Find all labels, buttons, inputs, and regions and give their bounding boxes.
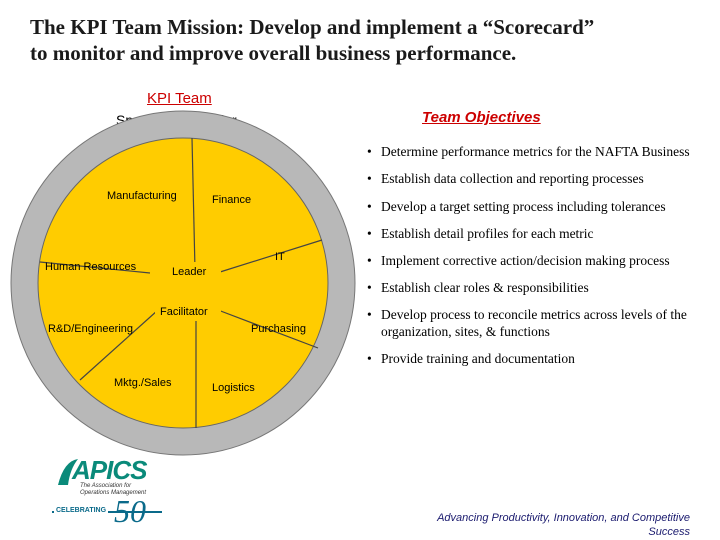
objective-item: Establish clear roles & responsibilities	[367, 279, 712, 296]
objective-item: Develop process to reconcile metrics acr…	[367, 306, 712, 340]
leader-box	[165, 262, 221, 282]
footer-tagline: Advancing Productivity, Innovation, and …	[396, 511, 690, 539]
footer-line-2: Success	[648, 526, 690, 538]
label-it: IT	[275, 251, 285, 263]
label-rd-engineering: R&D/Engineering	[48, 323, 133, 335]
spoke-lower-right	[217, 309, 319, 349]
apics-wordmark: APICS	[72, 455, 147, 485]
objective-item: Provide training and documentation	[367, 350, 712, 367]
celebrating-label: CELEBRATING	[54, 507, 109, 514]
label-finance: Finance	[212, 194, 252, 206]
label-facilitator: Facilitator	[160, 306, 208, 318]
objectives-heading: Team Objectives	[422, 109, 541, 126]
spoke-upper-right	[219, 239, 323, 273]
spoke-left	[39, 261, 151, 274]
facilitator-box	[155, 303, 221, 321]
objectives-list: Determine performance metrics for the NA…	[367, 143, 712, 367]
apics-subtitle: The Association for Operations Managemen…	[80, 483, 147, 496]
objective-item: Establish detail profiles for each metri…	[367, 225, 712, 242]
title-line-2: to monitor and improve overall business …	[30, 41, 517, 65]
label-purchasing: Purchasing	[251, 323, 307, 335]
objective-item: Implement corrective action/decision mak…	[367, 252, 712, 269]
label-logistics: Logistics	[212, 382, 255, 394]
kpi-team-heading: KPI Team	[147, 90, 212, 107]
label-manufacturing: Manufacturing	[107, 190, 177, 202]
title-line-1: The KPI Team Mission: Develop and implem…	[30, 15, 595, 39]
apics-logo: APICS The Association for Operations Man…	[50, 453, 170, 533]
footer-line-1: Advancing Productivity, Innovation, and …	[437, 512, 690, 524]
spoke-lower-left	[79, 309, 159, 381]
objective-item: Determine performance metrics for the NA…	[367, 143, 712, 160]
label-leader: Leader	[172, 266, 207, 278]
wheel-spokes	[39, 137, 323, 428]
apics-mark-icon	[58, 459, 78, 485]
spoke-top	[191, 137, 196, 271]
inner-circle	[37, 137, 329, 429]
label-mktg-sales: Mktg./Sales	[114, 377, 172, 389]
page-title: The KPI Team Mission: Develop and implem…	[30, 14, 710, 66]
objective-item: Establish data collection and reporting …	[367, 170, 712, 187]
objective-item: Develop a target setting process includi…	[367, 198, 712, 215]
label-human-resources: Human Resources	[45, 261, 137, 273]
anniversary-number: 50	[114, 493, 146, 529]
